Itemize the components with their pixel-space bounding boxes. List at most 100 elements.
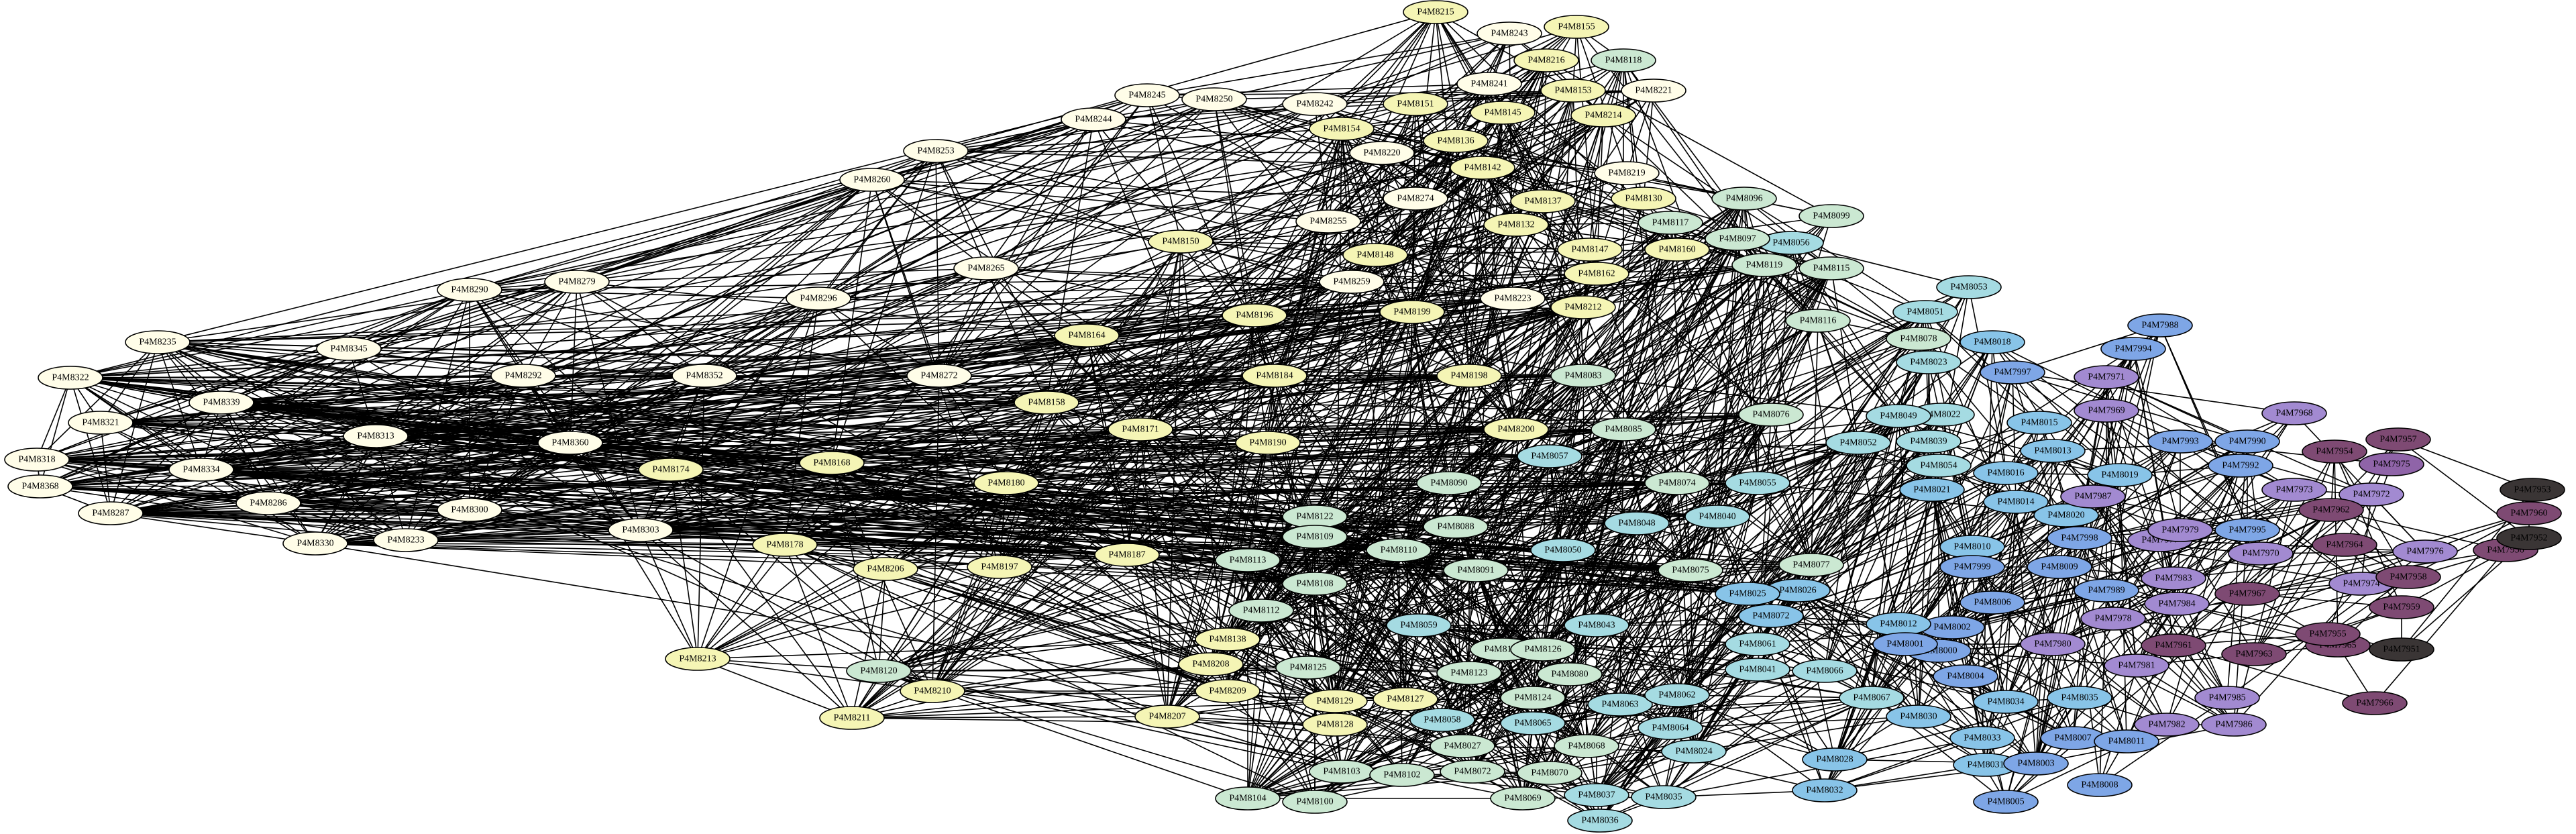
graph-node-p4m8145[interactable]: P4M8145 (1470, 101, 1536, 125)
graph-node-p4m8125[interactable]: P4M8125 (1275, 656, 1341, 680)
graph-node-p4m8006[interactable]: P4M8006 (1960, 590, 2025, 615)
graph-node-p4m7964[interactable]: P4M7964 (2312, 533, 2377, 557)
graph-node-p4m8292[interactable]: P4M8292 (490, 364, 556, 388)
graph-node-p4m7970[interactable]: P4M7970 (2228, 541, 2294, 566)
graph-node-p4m7981[interactable]: P4M7981 (2104, 654, 2169, 678)
graph-node-p4m8279[interactable]: P4M8279 (544, 270, 610, 294)
graph-node-p4m8023[interactable]: P4M8023 (1896, 350, 1962, 374)
graph-node-p4m8012[interactable]: P4M8012 (1866, 612, 1931, 636)
graph-node-p4m8129[interactable]: P4M8129 (1302, 689, 1368, 713)
graph-node-p4m8040[interactable]: P4M8040 (1684, 505, 1750, 529)
graph-node-p4m7992[interactable]: P4M7992 (2208, 454, 2273, 478)
graph-node-p4m8065[interactable]: P4M8065 (1500, 711, 1566, 735)
graph-node-p4m8063[interactable]: P4M8063 (1587, 692, 1653, 717)
graph-node-p4m7998[interactable]: P4M7998 (2047, 526, 2112, 550)
graph-node-p4m8052[interactable]: P4M8052 (1825, 431, 1891, 455)
graph-node-p4m8260[interactable]: P4M8260 (839, 168, 905, 192)
graph-node-p4m8050[interactable]: P4M8050 (1530, 538, 1596, 562)
graph-node-p4m8072[interactable]: P4M8072 (1440, 760, 1505, 784)
graph-node-p4m8368[interactable]: P4M8368 (7, 474, 73, 499)
graph-node-p4m7955[interactable]: P4M7955 (2295, 622, 2361, 646)
graph-node-p4m7997[interactable]: P4M7997 (1980, 360, 2045, 384)
graph-node-p4m8036[interactable]: P4M8036 (1567, 809, 1633, 833)
graph-node-p4m8243[interactable]: P4M8243 (1477, 21, 1542, 46)
graph-node-p4m8014[interactable]: P4M8014 (1983, 490, 2049, 514)
graph-node-p4m8015[interactable]: P4M8015 (2006, 411, 2072, 435)
graph-node-p4m8208[interactable]: P4M8208 (1178, 652, 1244, 676)
graph-node-p4m8037[interactable]: P4M8037 (1564, 783, 1629, 807)
graph-node-p4m8004[interactable]: P4M8004 (1933, 664, 1998, 688)
graph-node-p4m8154[interactable]: P4M8154 (1309, 117, 1375, 141)
graph-node-p4m7961[interactable]: P4M7961 (2141, 633, 2206, 658)
graph-node-p4m7952[interactable]: P4M7952 (2496, 526, 2562, 550)
graph-node-p4m7982[interactable]: P4M7982 (2134, 713, 2200, 737)
graph-node-p4m8113[interactable]: P4M8113 (1215, 548, 1281, 572)
graph-node-p4m8287[interactable]: P4M8287 (78, 501, 144, 525)
graph-node-p4m7971[interactable]: P4M7971 (2074, 365, 2139, 389)
graph-node-p4m8245[interactable]: P4M8245 (1114, 83, 1180, 107)
graph-node-p4m7973[interactable]: P4M7973 (2261, 478, 2327, 502)
graph-node-p4m8122[interactable]: P4M8122 (1282, 505, 1348, 529)
graph-node-p4m8066[interactable]: P4M8066 (1792, 659, 1858, 683)
graph-node-p4m8067[interactable]: P4M8067 (1839, 686, 1904, 710)
graph-node-p4m8339[interactable]: P4M8339 (189, 390, 254, 415)
graph-node-p4m8083[interactable]: P4M8083 (1550, 364, 1616, 388)
graph-node-p4m8219[interactable]: P4M8219 (1594, 161, 1660, 185)
graph-node-p4m8300[interactable]: P4M8300 (437, 498, 502, 522)
graph-node-p4m8005[interactable]: P4M8005 (1973, 790, 2039, 814)
graph-node-p4m7975[interactable]: P4M7975 (2359, 452, 2424, 476)
graph-node-p4m8018[interactable]: P4M8018 (1960, 330, 2025, 354)
graph-node-p4m8049[interactable]: P4M8049 (1866, 404, 1931, 428)
graph-node-p4m7972[interactable]: P4M7972 (2339, 482, 2404, 507)
graph-node-p4m8033[interactable]: P4M8033 (1949, 726, 2015, 750)
graph-node-p4m8011[interactable]: P4M8011 (2094, 729, 2159, 753)
graph-node-p4m8124[interactable]: P4M8124 (1500, 686, 1566, 710)
graph-node-p4m8255[interactable]: P4M8255 (1295, 209, 1361, 233)
graph-node-p4m8215[interactable]: P4M8215 (1403, 0, 1468, 24)
graph-node-p4m8027[interactable]: P4M8027 (1430, 734, 1495, 758)
graph-node-p4m8001[interactable]: P4M8001 (1872, 632, 1938, 656)
graph-node-p4m8056[interactable]: P4M8056 (1758, 231, 1824, 255)
graph-node-p4m8196[interactable]: P4M8196 (1222, 303, 1287, 327)
graph-node-p4m8345[interactable]: P4M8345 (316, 337, 382, 361)
graph-node-p4m8147[interactable]: P4M8147 (1557, 238, 1623, 262)
graph-node-p4m8055[interactable]: P4M8055 (1725, 471, 1790, 495)
graph-node-p4m7957[interactable]: P4M7957 (2365, 427, 2431, 452)
graph-node-p4m8078[interactable]: P4M8078 (1886, 327, 1951, 351)
graph-node-p4m8352[interactable]: P4M8352 (672, 364, 737, 388)
graph-node-p4m8054[interactable]: P4M8054 (1906, 454, 1972, 478)
graph-node-p4m8199[interactable]: P4M8199 (1379, 300, 1445, 324)
graph-node-p4m8119[interactable]: P4M8119 (1731, 253, 1797, 277)
graph-node-p4m7985[interactable]: P4M7985 (2194, 686, 2260, 710)
graph-node-p4m7962[interactable]: P4M7962 (2298, 498, 2364, 522)
graph-node-p4m8184[interactable]: P4M8184 (1242, 364, 1307, 388)
graph-node-p4m8058[interactable]: P4M8058 (1409, 708, 1475, 732)
graph-node-p4m7958[interactable]: P4M7958 (2375, 565, 2441, 589)
graph-node-p4m8128[interactable]: P4M8128 (1302, 713, 1368, 737)
graph-node-p4m7967[interactable]: P4M7967 (2214, 582, 2280, 606)
graph-node-p4m8021[interactable]: P4M8021 (1899, 478, 1965, 502)
graph-node-p4m8174[interactable]: P4M8174 (638, 458, 704, 482)
graph-node-p4m8223[interactable]: P4M8223 (1480, 286, 1546, 311)
graph-node-p4m8178[interactable]: P4M8178 (752, 533, 818, 557)
graph-node-p4m8059[interactable]: P4M8059 (1386, 613, 1452, 637)
graph-node-p4m7984[interactable]: P4M7984 (2144, 592, 2210, 616)
graph-node-p4m8020[interactable]: P4M8020 (2033, 503, 2099, 527)
graph-node-p4m8068[interactable]: P4M8068 (1554, 734, 1619, 758)
graph-node-p4m8296[interactable]: P4M8296 (786, 286, 851, 311)
graph-node-p4m7983[interactable]: P4M7983 (2141, 566, 2206, 590)
graph-node-p4m8118[interactable]: P4M8118 (1591, 48, 1656, 72)
graph-node-p4m7953[interactable]: P4M7953 (2500, 478, 2565, 502)
graph-node-p4m8164[interactable]: P4M8164 (1054, 323, 1120, 348)
graph-node-p4m8109[interactable]: P4M8109 (1282, 525, 1348, 549)
graph-node-p4m8190[interactable]: P4M8190 (1235, 431, 1301, 455)
graph-node-p4m8221[interactable]: P4M8221 (1621, 79, 1686, 103)
graph-node-p4m7963[interactable]: P4M7963 (2221, 642, 2287, 666)
graph-node-p4m8116[interactable]: P4M8116 (1785, 309, 1851, 333)
graph-node-p4m7951[interactable]: P4M7951 (2369, 637, 2434, 662)
graph-node-p4m8253[interactable]: P4M8253 (903, 139, 969, 163)
graph-node-p4m8117[interactable]: P4M8117 (1638, 211, 1703, 235)
graph-node-p4m8313[interactable]: P4M8313 (343, 424, 409, 448)
graph-node-p4m8250[interactable]: P4M8250 (1181, 87, 1247, 111)
graph-node-p4m8322[interactable]: P4M8322 (38, 366, 103, 390)
